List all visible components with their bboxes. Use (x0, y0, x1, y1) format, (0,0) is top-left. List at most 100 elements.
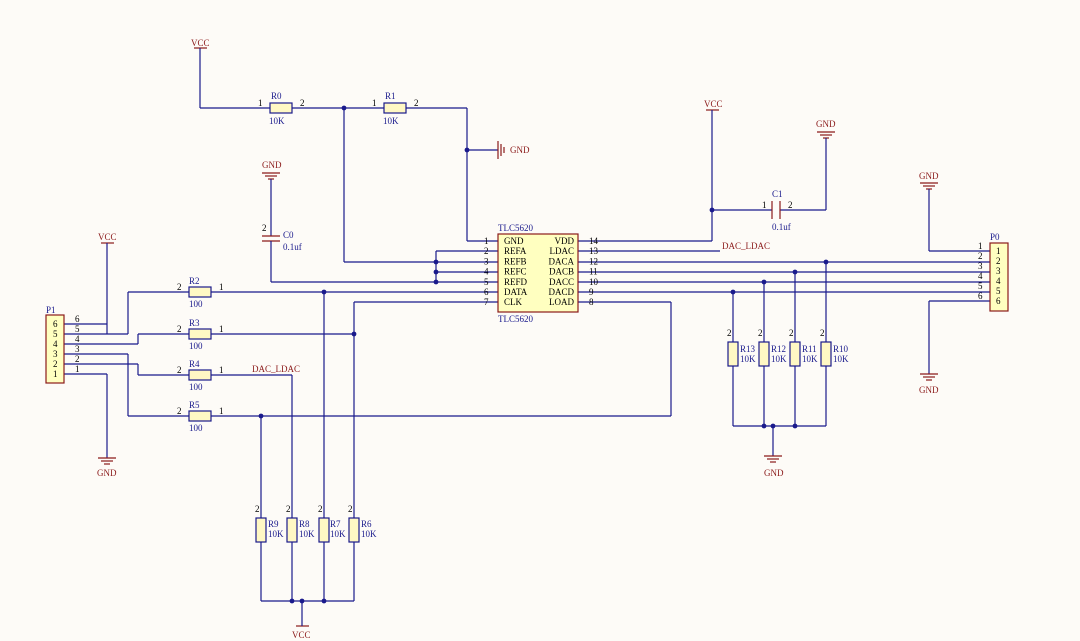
junction-dot (258, 413, 264, 419)
svg-text:R1: R1 (385, 91, 396, 101)
svg-text:2: 2 (414, 98, 419, 108)
svg-text:2: 2 (177, 406, 182, 416)
net-label-dac-ldac: DAC_LDAC (722, 241, 770, 251)
chip-pin-name: LDAC (550, 246, 575, 256)
svg-text:C0: C0 (283, 230, 294, 240)
svg-text:100: 100 (189, 382, 203, 392)
connector-pin-number: 2 (75, 354, 80, 364)
svg-text:2: 2 (177, 324, 182, 334)
svg-text:2: 2 (789, 328, 794, 338)
gnd-symbol: GND (764, 426, 784, 478)
connector-pin-number: 5 (978, 281, 983, 291)
capacitor-c1: 1 2 C1 0.1uf (762, 189, 793, 232)
connector-pin-number: 3 (53, 349, 58, 359)
svg-text:1: 1 (219, 365, 224, 375)
svg-text:R9: R9 (268, 519, 279, 529)
chip-pin-number: 5 (484, 277, 489, 287)
resistor-r3: 2 1 R3 100 (177, 318, 224, 351)
connector-pin-number: 5 (53, 329, 58, 339)
svg-text:1: 1 (372, 98, 377, 108)
svg-text:R6: R6 (361, 519, 372, 529)
svg-text:10K: 10K (361, 529, 377, 539)
connector-pin-number: 1 (996, 246, 1001, 256)
chip-pin-number: 12 (589, 256, 598, 266)
svg-text:2: 2 (177, 282, 182, 292)
svg-text:10K: 10K (740, 354, 756, 364)
connector-pin-number: 6 (75, 314, 80, 324)
svg-text:1: 1 (258, 98, 263, 108)
svg-text:C1: C1 (772, 189, 783, 199)
svg-text:2: 2 (255, 504, 260, 514)
svg-text:R2: R2 (189, 276, 200, 286)
connector-pin-number: 4 (978, 271, 983, 281)
svg-text:10K: 10K (269, 116, 285, 126)
junction-dot (709, 207, 715, 213)
svg-text:10K: 10K (771, 354, 787, 364)
vcc-symbol: VCC (292, 625, 311, 640)
svg-text:2: 2 (348, 504, 353, 514)
svg-text:2: 2 (318, 504, 323, 514)
gnd-label: GND (764, 468, 784, 478)
gnd-symbol: GND (919, 171, 990, 252)
junction-dot (341, 105, 347, 111)
chip-pin-number: 8 (589, 297, 594, 307)
resistor-r10: 2 R10 10K (820, 328, 849, 367)
chip-part: TLC5620 (498, 314, 533, 324)
resistor-r2: 2 1 R2 100 (177, 276, 224, 309)
chip-pin-number: 14 (589, 236, 599, 246)
svg-text:P0: P0 (990, 232, 1000, 242)
resistor-r1: 1 2 R1 10K (372, 91, 419, 126)
junction-dot (792, 269, 798, 275)
svg-text:1: 1 (219, 324, 224, 334)
svg-text:10K: 10K (833, 354, 849, 364)
chip-pin-number: 7 (484, 297, 489, 307)
svg-text:0.1uf: 0.1uf (772, 222, 791, 232)
chip-pin-name: DACA (548, 256, 574, 266)
svg-text:10K: 10K (299, 529, 315, 539)
resistor-r5: 2 1 R5 100 (177, 400, 224, 433)
svg-text:100: 100 (189, 423, 203, 433)
resistor-r13: 2 R13 10K (727, 328, 756, 367)
gnd-symbol: GND (919, 300, 990, 395)
resistor-r11: 2 R11 10K (789, 328, 818, 367)
resistor-r6: 2 R6 10K (348, 504, 377, 543)
gnd-label: GND (919, 385, 939, 395)
chip-pin-number: 9 (589, 287, 594, 297)
svg-text:2: 2 (262, 223, 267, 233)
vcc-symbol: VCC (191, 38, 210, 108)
chip-pin-name: GND (504, 236, 524, 246)
svg-text:R10: R10 (833, 344, 849, 354)
capacitor-c0: 2 C0 0.1uf (262, 223, 302, 252)
chip-pin-number: 13 (589, 246, 599, 256)
svg-text:1: 1 (219, 282, 224, 292)
gnd-label: GND (262, 160, 282, 170)
connector-pin-number: 4 (75, 334, 80, 344)
chip-pin-number: 11 (589, 267, 598, 277)
svg-text:R8: R8 (299, 519, 310, 529)
junction-dot (433, 259, 439, 265)
connector-pin-number: 6 (996, 296, 1001, 306)
chip-pin-number: 10 (589, 277, 599, 287)
connector-pin-number: 4 (53, 339, 58, 349)
gnd-label: GND (97, 468, 117, 478)
connector-pin-number: 1 (75, 364, 80, 374)
junction-dot (299, 598, 305, 604)
svg-text:10K: 10K (268, 529, 284, 539)
svg-text:R3: R3 (189, 318, 200, 328)
chip-pin-name: DACC (549, 277, 574, 287)
junction-dot (321, 289, 327, 295)
resistor-r0: 1 2 R0 10K (258, 91, 305, 126)
connector-pin-number: 4 (996, 276, 1001, 286)
chip-pin-name: REFB (504, 256, 527, 266)
junction-dot (289, 598, 295, 604)
resistor-r9: 2 R9 10K (255, 504, 284, 543)
gnd-symbol: GND (262, 160, 282, 236)
chip-pin-name: DATA (504, 287, 528, 297)
gnd-symbol: GND (467, 141, 530, 159)
svg-text:2: 2 (788, 200, 793, 210)
connector-pin-number: 3 (996, 266, 1001, 276)
